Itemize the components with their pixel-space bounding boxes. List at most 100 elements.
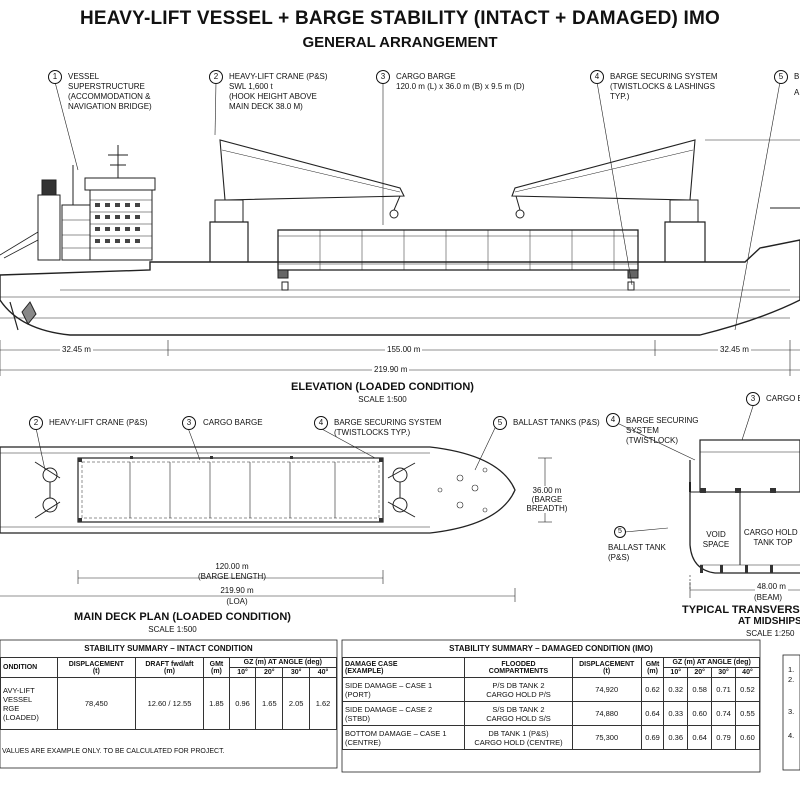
void-space-line-1: VOID (706, 530, 726, 539)
damaged-row-1-case-1: SIDE DAMAGE – CASE 1 (345, 680, 433, 690)
cargo-hold-line-1: CARGO HOLD / (743, 528, 800, 537)
damaged-row-3-flood: DB TANK 1 (P&S)CARGO HOLD (CENTRE) (464, 725, 573, 750)
damaged-row-3-flood-2: CARGO HOLD (CENTRE) (474, 737, 563, 747)
section-callout-5-line-2: (P&S) (608, 553, 630, 562)
damaged-row-3-case-2: (CENTRE) (345, 737, 381, 747)
plan-callout-4-line-2: (TWISTLOCKS TYP.) (334, 428, 411, 437)
callout-5-marker: 5 (774, 70, 788, 84)
damaged-row-3-gz-20: 0.64 (687, 725, 713, 750)
callout-4-marker: 4 (590, 70, 604, 84)
damaged-h-flood-2: COMPARTMENTS (488, 667, 549, 675)
plan-caption: MAIN DECK PLAN (LOADED CONDITION) (74, 611, 291, 623)
callout-2-label: HEAVY-LIFT CRANE (P&S) SWL 1,600 t (HOOK… (229, 72, 359, 112)
plan-callout-3-marker: 3 (182, 416, 196, 430)
dim-total: 219.90 m (372, 365, 410, 374)
plan-hull-outline (0, 446, 516, 534)
damaged-h-displacement: DISPLACEMENT(t) (571, 657, 642, 678)
section-hull (689, 460, 800, 574)
damaged-row-2-flood-1: S/S DB TANK 2 (492, 704, 545, 714)
intact-gz-40: 1.62 (309, 677, 337, 730)
propeller (21, 301, 37, 325)
plan-crane-aft (34, 461, 61, 519)
callout-2-marker: 2 (209, 70, 223, 84)
damaged-row-2-gm: 0.64 (640, 701, 665, 726)
drawing-title: HEAVY-LIFT VESSEL + BARGE STABILITY (INT… (79, 8, 721, 29)
callout-4-label: BARGE SECURING SYSTEM (TWISTLOCKS & LASH… (610, 72, 740, 102)
dim-barge-length: 120.00 m (195, 562, 269, 571)
damaged-row-3-gz-40: 0.60 (734, 725, 761, 750)
damaged-angle-30: 30° (711, 667, 736, 678)
damaged-h-case: DAMAGE CASE(EXAMPLE) (341, 657, 466, 678)
damaged-h-gm-label: GMt (645, 660, 660, 668)
intact-h-disp-unit: (t) (92, 667, 100, 675)
section-callout-4-marker: 4 (606, 413, 620, 427)
note-item-2: 2. (788, 675, 795, 684)
intact-angle-40: 40° (309, 667, 337, 678)
plan-scale: SCALE 1:500 (148, 625, 197, 634)
damaged-row-2-gz-40: 0.55 (734, 701, 761, 726)
intact-gz-30: 2.05 (282, 677, 311, 730)
damaged-h-gz: GZ (m) AT ANGLE (deg) (663, 657, 760, 668)
plan-callout-4-marker: 4 (314, 416, 328, 430)
callout-1-line-4: NAVIGATION BRIDGE) (68, 102, 152, 111)
callout-3-label: CARGO BARGE 120.0 m (L) x 36.0 m (B) x 9… (396, 72, 566, 92)
callout-4-line-3: TYP.) (610, 92, 630, 101)
damaged-row-1-case: SIDE DAMAGE – CASE 1(PORT) (341, 677, 466, 702)
section-scale: SCALE 1:250 (746, 629, 795, 638)
damaged-row-1-gz-30: 0.71 (711, 677, 736, 702)
plan-callout-3-label: CARGO BARGE (203, 418, 263, 427)
plan-crane-fwd (387, 462, 416, 518)
dim-breadth-sub-1: (BARGE (531, 495, 563, 504)
damaged-row-1-gz-40: 0.52 (734, 677, 761, 702)
damaged-row-2: SIDE DAMAGE – CASE 2(STBD) S/S DB TANK 2… (341, 701, 761, 726)
damaged-table-title: STABILITY SUMMARY – DAMAGED CONDITION (I… (449, 644, 653, 653)
note-item-1: 1. (788, 665, 795, 674)
elevation-caption: ELEVATION (LOADED CONDITION) (291, 381, 474, 393)
callout-2-line-4: MAIN DECK 38.0 m) (229, 102, 303, 111)
callout-3-marker: 3 (376, 70, 390, 84)
void-space-line-2: SPACE (702, 540, 730, 549)
plan-callout-4-line-1: BARGE SECURING SYSTEM (334, 418, 442, 427)
crane-pedestal-fwd (664, 221, 706, 262)
dim-mid: 155.00 m (385, 345, 423, 354)
damaged-row-1-flood-1: P/S DB TANK 2 (492, 680, 545, 690)
callout-2-line-2: SWL 1,600 t (229, 82, 273, 91)
crane-boom-aft (219, 139, 405, 201)
damaged-row-3-case: BOTTOM DAMAGE – CASE 1(CENTRE) (341, 725, 466, 750)
damaged-row-2-gz-10: 0.33 (663, 701, 689, 726)
intact-h-displacement: DISPLACEMENT(t) (57, 657, 136, 678)
damaged-h-flood-1: FLOODED (501, 660, 536, 668)
section-callout-5-marker: 5 (614, 526, 626, 538)
callout-4-line-1: BARGE SECURING SYSTEM (610, 72, 718, 81)
callout-1-line-2: SUPERSTRUCTURE (68, 82, 145, 91)
callout-1-line-1: VESSEL (68, 72, 100, 81)
intact-row-name-1: AVY-LIFT VESSEL (3, 685, 35, 704)
elevation-view (0, 81, 800, 376)
dim-beam: 48.00 m (755, 582, 788, 591)
callout-1-line-3: (ACCOMMODATION & (68, 92, 151, 101)
callout-4-line-2: (TWISTLOCKS & LASHINGS (610, 82, 715, 91)
plan-callout-2-marker: 2 (29, 416, 43, 430)
damaged-h-disp-label: DISPLACEMENT (579, 660, 635, 668)
damaged-row-1-gz-20: 0.58 (687, 677, 713, 702)
plan-callout-5-marker: 5 (493, 416, 507, 430)
intact-gz-10: 0.96 (228, 677, 257, 730)
notes-box: 1. 2. 3. 4. (788, 665, 794, 741)
dim-loa-sub: (LOA) (226, 597, 248, 606)
section-caption-2: AT MIDSHIPS (738, 616, 800, 627)
dim-breadth: 36.00 m (BARGE BREADTH) (520, 486, 574, 513)
damaged-angle-10: 10° (663, 667, 689, 678)
intact-h-condition: ONDITION (0, 657, 58, 678)
intact-draft: 12.60 / 12.55 (134, 677, 205, 730)
dim-barge-length-sub: (BARGE LENGTH) (197, 572, 266, 581)
damaged-row-2-gz-30: 0.74 (711, 701, 736, 726)
damaged-row-3-gm: 0.69 (640, 725, 665, 750)
damaged-h-gm-unit: (m) (647, 667, 658, 675)
callout-3-line-2: 120.0 m (L) x 36.0 m (B) x 9.5 m (D) (396, 82, 525, 91)
damaged-row-1-flood-2: CARGO HOLD P/S (486, 689, 551, 699)
intact-angle-10: 10° (228, 667, 257, 678)
damaged-row-3-gz-10: 0.36 (663, 725, 689, 750)
